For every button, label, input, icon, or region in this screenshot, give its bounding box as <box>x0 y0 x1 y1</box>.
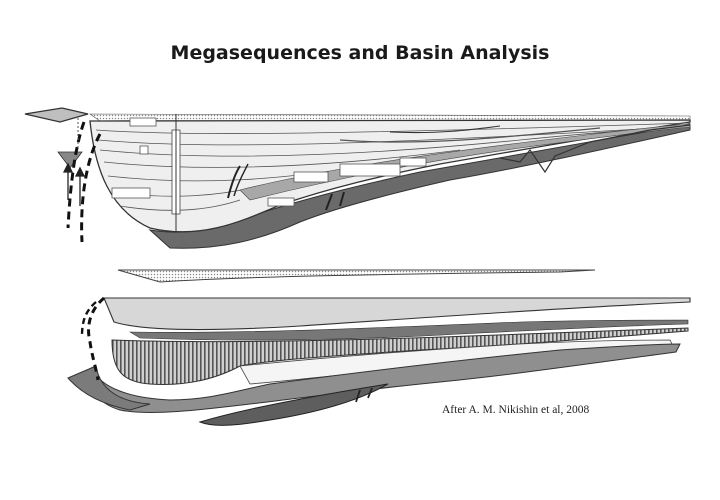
white-box-2 <box>139 145 149 155</box>
diagram-title: Megasequences and Basin Analysis <box>170 42 550 64</box>
lower-grey-band <box>90 343 681 413</box>
white-box-6 <box>399 157 427 167</box>
middle-stipple-strip <box>117 269 596 283</box>
source-citation: After A. M. Nikishin et al, 2008 <box>442 404 590 416</box>
left-triangle-marker <box>57 151 83 169</box>
lower-fault-tick-1 <box>355 389 361 403</box>
fault-line-1 <box>227 165 241 199</box>
lower-thin-streak <box>128 319 689 341</box>
lower-dark-lens <box>198 383 389 426</box>
dashed-fault-1 <box>66 121 86 229</box>
lower-light-wedge <box>103 297 691 331</box>
upper-basin-section <box>24 107 691 249</box>
lower-left-shoulder <box>67 365 151 411</box>
fault-line-2 <box>233 163 249 197</box>
dashed-fault-2 <box>80 133 102 243</box>
lower-basin-section <box>67 296 691 426</box>
jagged-basement-edge <box>499 124 691 174</box>
lower-dashed-fault-2 <box>80 301 97 337</box>
upward-arrows <box>62 162 86 206</box>
white-box-5 <box>339 163 401 177</box>
white-box-1 <box>129 117 157 127</box>
fault-tick-1 <box>325 193 333 211</box>
lower-striped-wedge <box>111 327 689 385</box>
white-box-3 <box>111 187 151 199</box>
white-box-4 <box>293 171 329 183</box>
fault-tick-2 <box>339 191 345 207</box>
lower-dashed-fault <box>87 296 106 381</box>
lower-fault-tick-2 <box>367 387 373 399</box>
left-shoulder-block <box>24 107 89 123</box>
white-box-7 <box>267 197 295 207</box>
